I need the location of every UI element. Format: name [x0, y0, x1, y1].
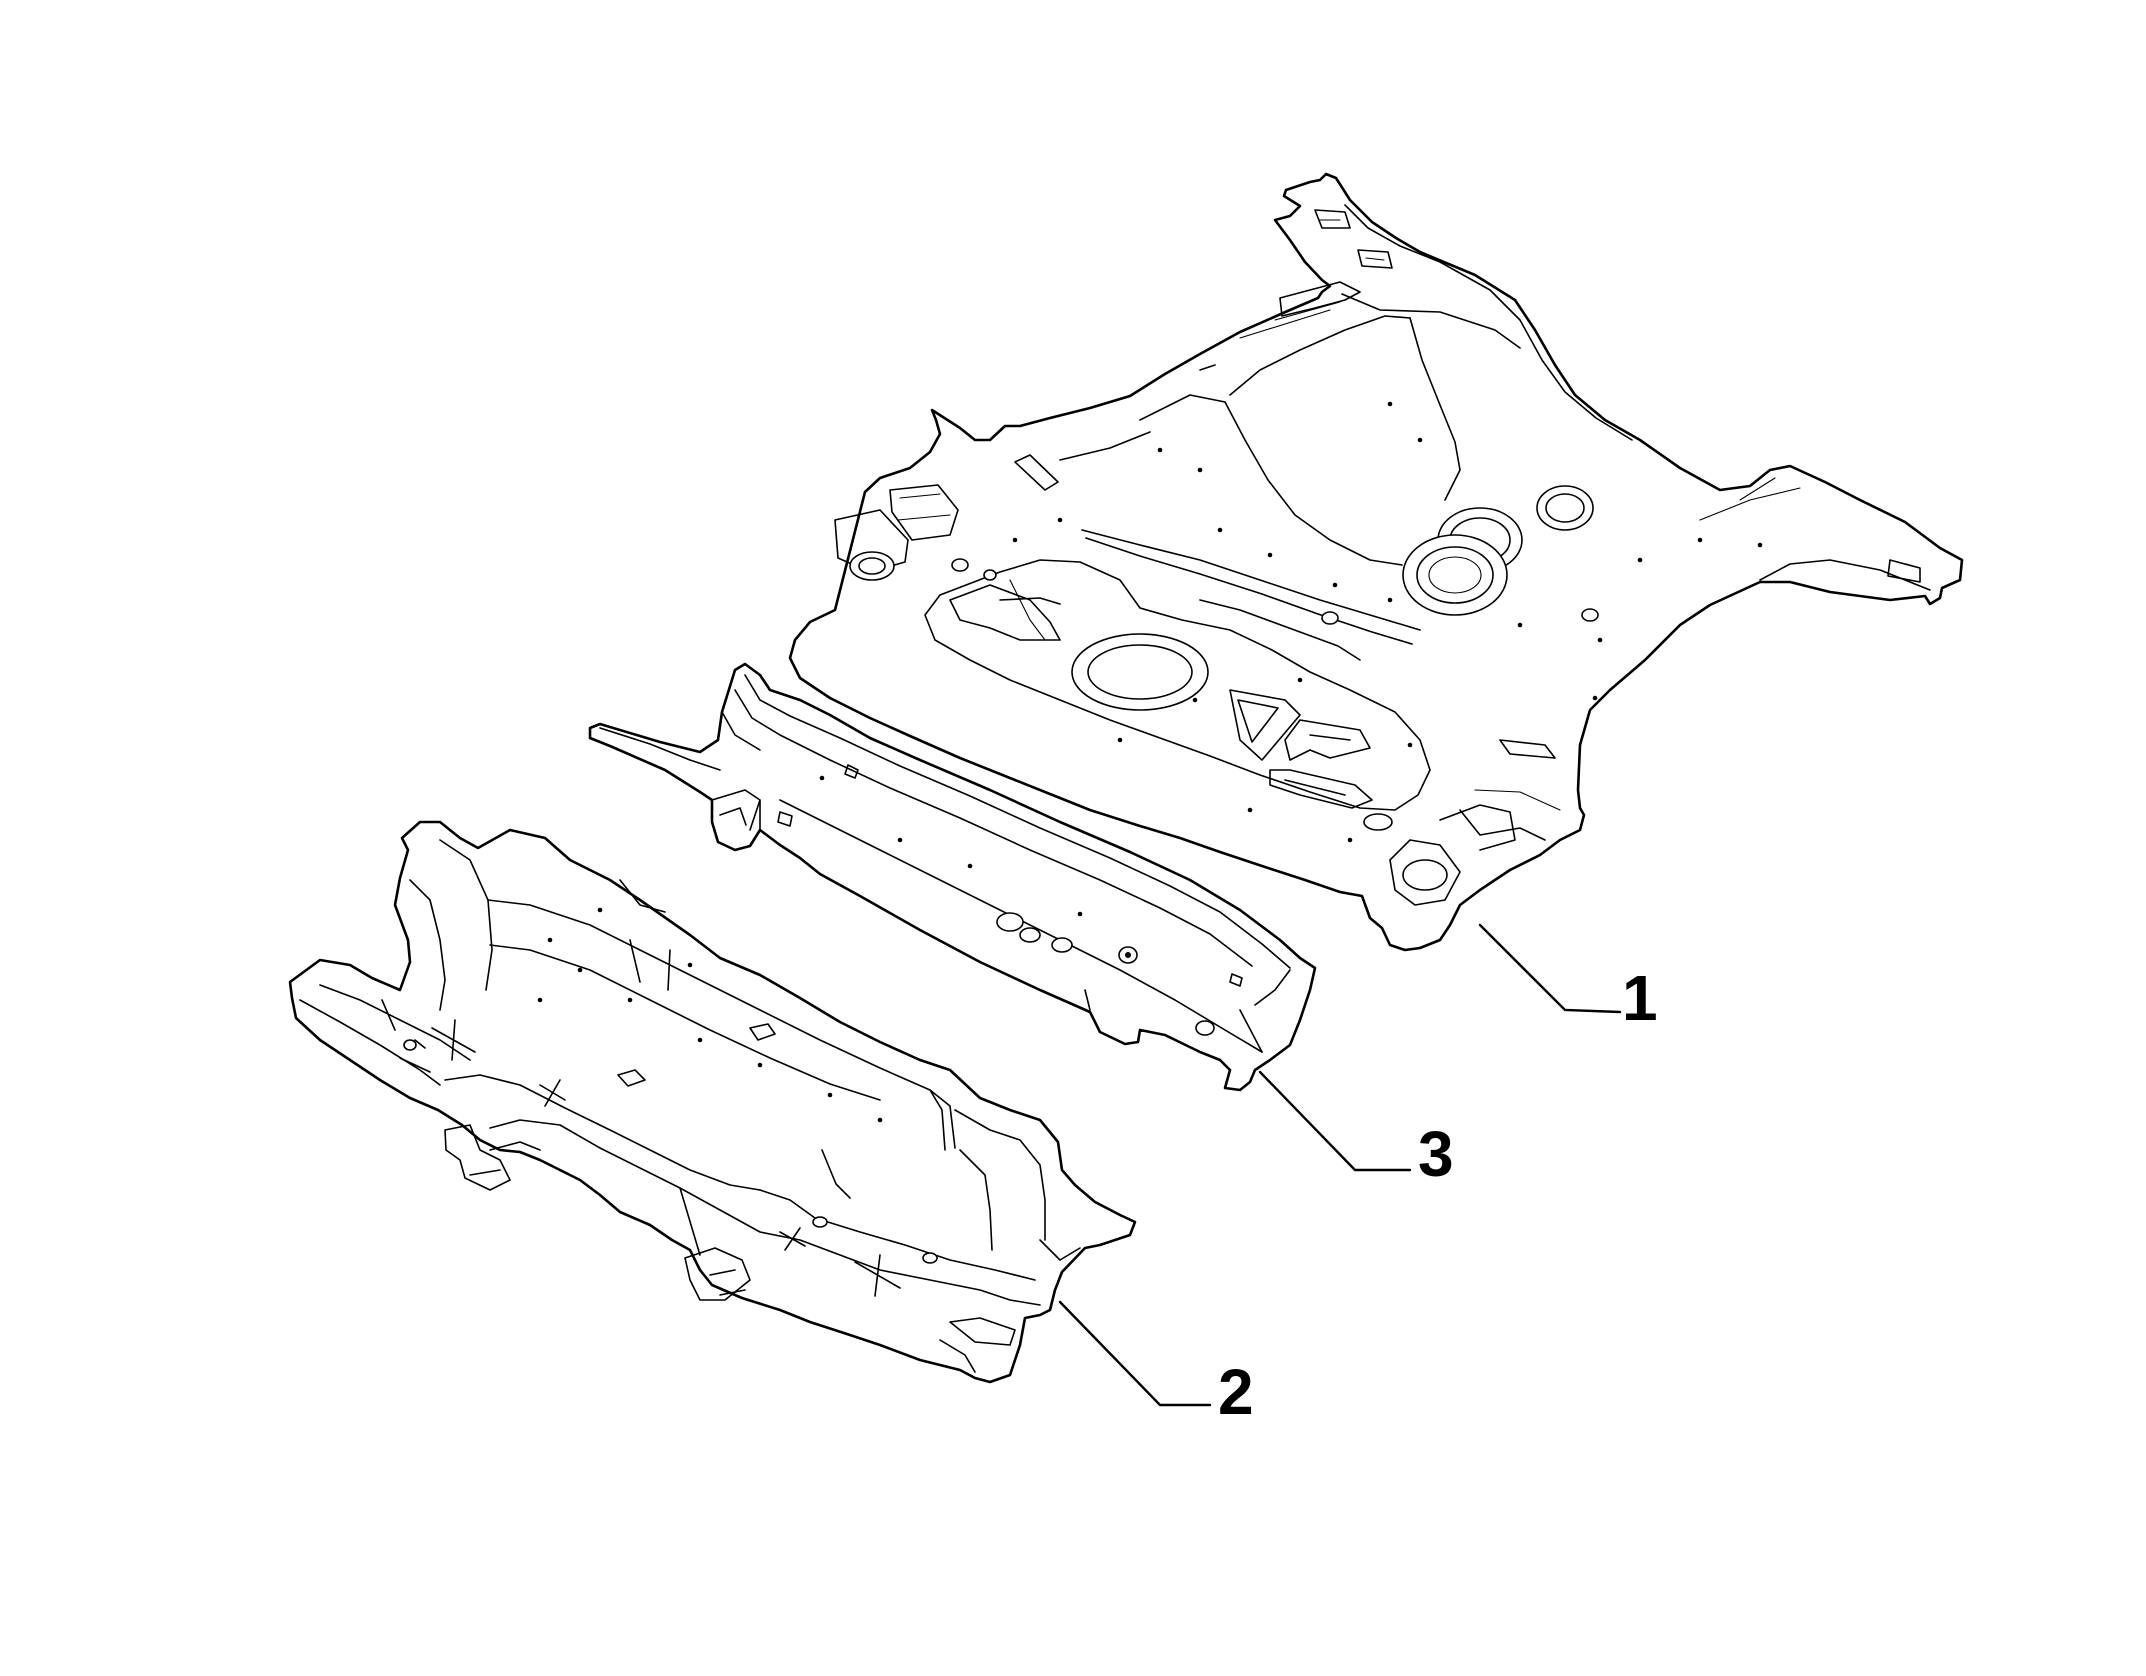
callout-1: 1 [1622, 962, 1658, 1034]
callout-3: 3 [1418, 1118, 1454, 1190]
leader-lines [1058, 923, 1622, 1407]
rear-floor-panel [788, 172, 1964, 952]
leader-line-3 [1258, 1070, 1412, 1172]
leader-line-2 [1058, 1300, 1212, 1407]
callout-2: 2 [1218, 1356, 1254, 1428]
callouts: 1 3 2 [1218, 962, 1658, 1428]
leader-line-1 [1478, 923, 1622, 1014]
cross-member [588, 662, 1317, 1092]
rear-panel [288, 820, 1137, 1384]
